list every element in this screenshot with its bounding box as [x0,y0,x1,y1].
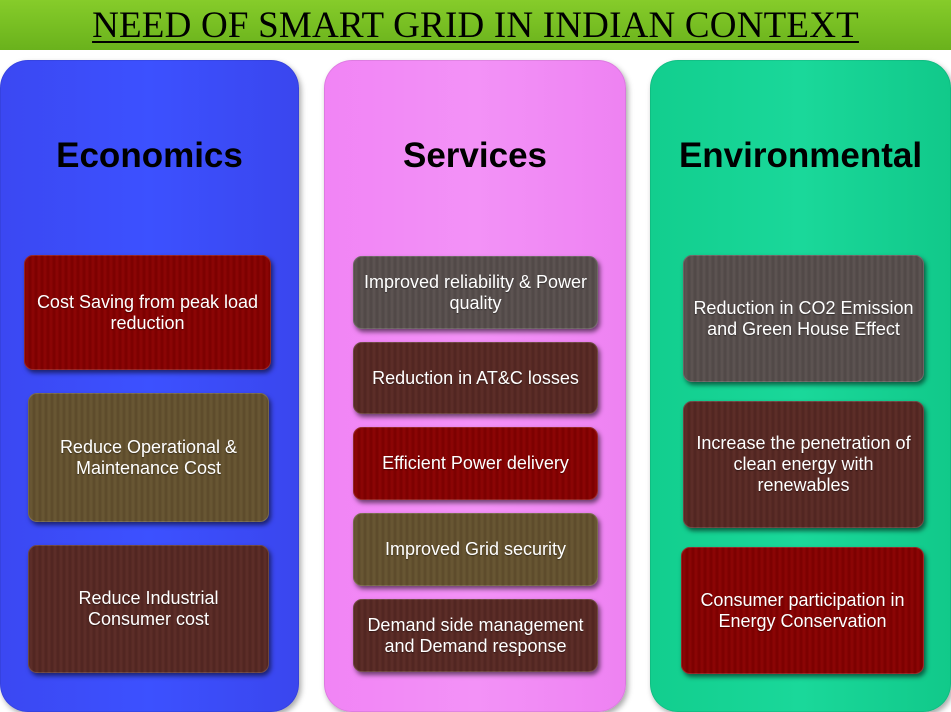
environmental-item-conservation: Consumer participation in Energy Conserv… [681,547,924,674]
economics-heading: Economics [56,136,243,175]
services-item-grid-security: Improved Grid security [353,513,598,586]
economics-item-operational-cost: Reduce Operational & Maintenance Cost [28,393,269,522]
economics-item-industrial-cost: Reduce Industrial Consumer cost [28,545,269,673]
title-bar: NEED OF SMART GRID IN INDIAN CONTEXT [0,0,951,50]
environmental-heading: Environmental [678,136,923,175]
services-item-demand-response: Demand side management and Demand respon… [353,599,598,672]
page-title: NEED OF SMART GRID IN INDIAN CONTEXT [92,4,859,46]
services-item-atc-losses: Reduction in AT&C losses [353,342,598,414]
services-heading: Services [402,136,548,175]
environmental-item-clean-energy: Increase the penetration of clean energy… [683,401,924,528]
services-item-power-delivery: Efficient Power delivery [353,427,598,500]
environmental-item-co2: Reduction in CO2 Emission and Green Hous… [683,255,924,382]
economics-item-peak-load: Cost Saving from peak load reduction [24,255,271,370]
services-item-reliability: Improved reliability & Power quality [353,256,598,329]
